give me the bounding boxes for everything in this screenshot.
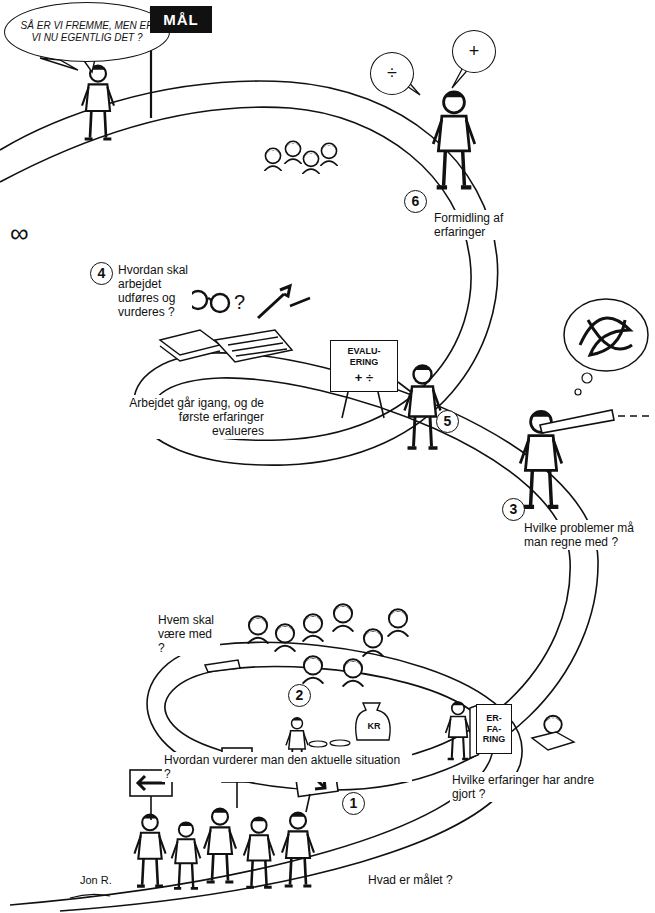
step-label: Hvordan skal arbejdet udføres og vurdere… — [116, 262, 192, 320]
step-label: Hvordan vurderer man den aktuelle situat… — [162, 752, 412, 782]
book-cover: ER- FA- RING — [476, 704, 512, 754]
number-text: 2 — [296, 687, 304, 704]
number-text: 6 — [412, 193, 420, 210]
callout-number: 2 — [288, 684, 311, 707]
step-label: Formidling af erfaringer — [432, 210, 544, 240]
number-text: 4 — [98, 265, 106, 282]
node-text: MÅL — [163, 11, 199, 29]
goal-sign: MÅL — [150, 6, 212, 33]
money-bag: KR — [362, 718, 386, 735]
callout-number: 3 — [502, 498, 525, 521]
callout-number: 4 — [90, 262, 113, 285]
speech-bubble: + — [452, 30, 496, 73]
step-label: Arbejdet går igang, og de første erfarin… — [126, 395, 266, 439]
infinity-mark: ∞ — [8, 218, 31, 249]
node-text: SÅ ER VI FREMME, MEN ER VI NU EGENTLIG D… — [17, 20, 157, 44]
node-text: + ÷ — [355, 370, 373, 386]
node-text: EVALU- ERING — [335, 346, 393, 368]
callout-number: 1 — [342, 792, 365, 815]
speech-bubble: ÷ — [370, 52, 414, 95]
number-text: 3 — [510, 501, 518, 518]
speech-bubble: SÅ ER VI FREMME, MEN ER VI NU EGENTLIG D… — [4, 2, 170, 62]
step-label: Hvem skal være med ? — [156, 612, 220, 656]
callout-number: 6 — [404, 190, 427, 213]
step-label: Hvilke problemer må man regne med ? — [522, 520, 650, 550]
node-text: ER- FA- RING — [480, 713, 508, 745]
evaluation-board: EVALU- ERING + ÷ — [330, 340, 398, 392]
question-mark: ? — [232, 290, 247, 314]
number-text: 1 — [350, 795, 358, 812]
step-label: Hvad er målet ? — [366, 872, 455, 888]
number-text: 5 — [444, 413, 452, 430]
node-text: + — [469, 41, 480, 63]
callout-number: 5 — [436, 410, 459, 433]
node-text: KR — [368, 721, 381, 732]
step-label: Hvilke erfaringer har andre gjort ? — [450, 772, 620, 802]
node-text: ÷ — [387, 63, 397, 85]
signature: Jon R. — [78, 872, 114, 888]
